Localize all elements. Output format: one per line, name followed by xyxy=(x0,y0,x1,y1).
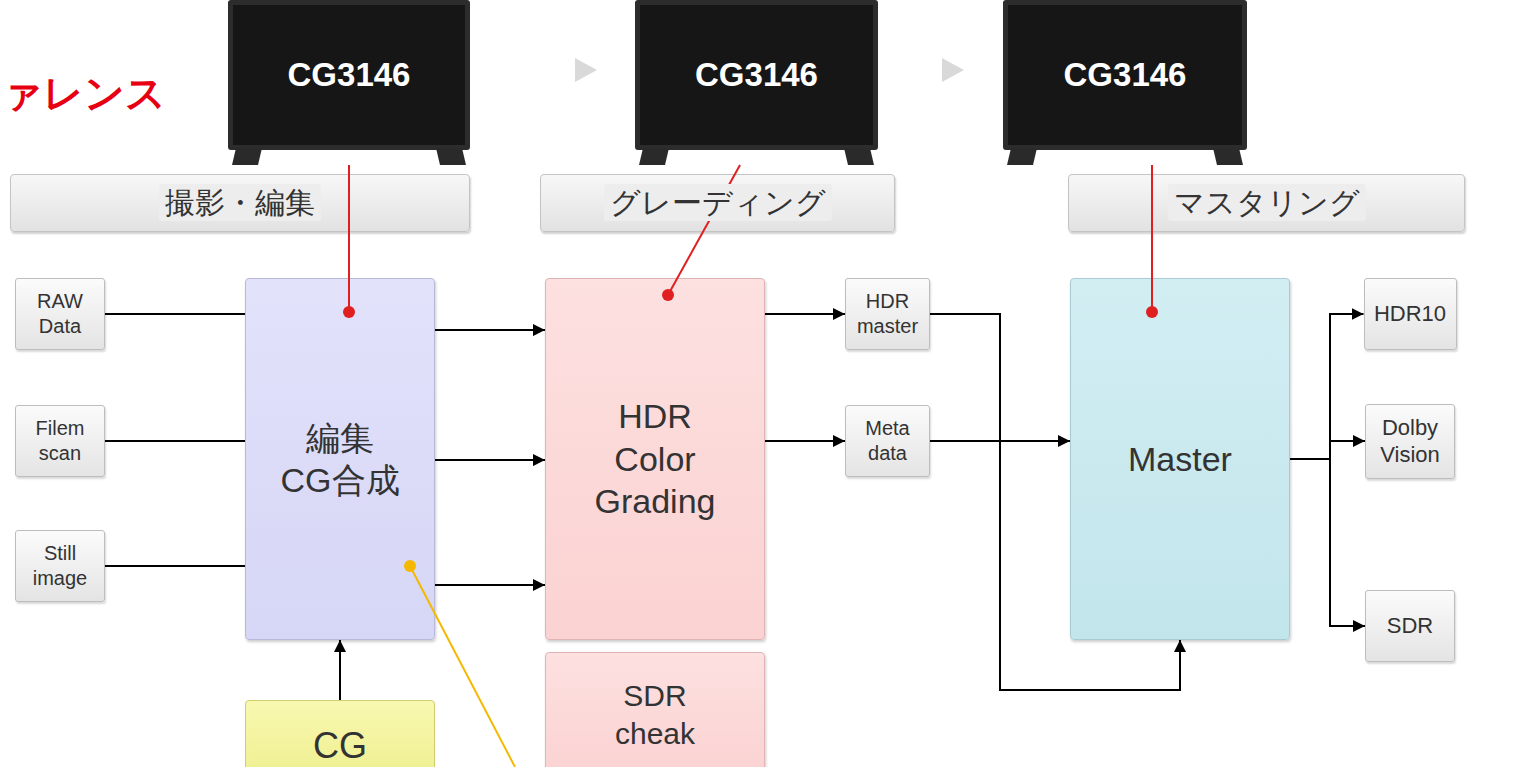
node-label: Master xyxy=(1128,438,1232,481)
node-label: HDR10 xyxy=(1374,300,1446,328)
monitor: CG3146 xyxy=(1003,0,1247,150)
stage-band: マスタリング xyxy=(1068,174,1465,232)
node-label: CG xyxy=(313,723,367,767)
flow-connector xyxy=(765,440,845,442)
input-box: Filem scan xyxy=(15,405,105,477)
node-label: マスタリング xyxy=(1168,184,1366,222)
source-box: CG xyxy=(245,700,435,767)
process-box: HDR Color Grading xyxy=(545,278,765,640)
output-box: Meta data xyxy=(845,405,930,477)
flow-connector xyxy=(105,440,245,442)
node-label: HDR Color Grading xyxy=(595,395,716,523)
input-box: Still image xyxy=(15,530,105,602)
flow-connector xyxy=(1290,441,1365,459)
node-label: SDR xyxy=(1387,612,1433,640)
node-label: HDR master xyxy=(857,289,918,339)
stage-band: グレーディング xyxy=(540,174,895,232)
node-label: CG3146 xyxy=(695,54,818,95)
node-label: Dolby Vision xyxy=(1380,414,1440,469)
stage-band: 撮影・編集 xyxy=(10,174,470,232)
format-box: Dolby Vision xyxy=(1365,404,1455,479)
node-label: 編集 CG合成 xyxy=(281,417,400,502)
flow-connector xyxy=(105,313,245,315)
check-box: SDR cheak xyxy=(545,652,765,767)
node-label: Still image xyxy=(33,541,87,591)
node-label: CG3146 xyxy=(1064,54,1187,95)
flow-connector xyxy=(105,565,245,567)
flow-connector xyxy=(435,584,545,586)
node-label: RAW Data xyxy=(37,289,83,339)
process-box: Master xyxy=(1070,278,1290,640)
node-label: 撮影・編集 xyxy=(159,184,321,222)
flow-connector xyxy=(339,640,341,700)
flow-connector xyxy=(765,313,845,315)
monitor: CG3146 xyxy=(635,0,878,150)
format-box: HDR10 xyxy=(1364,278,1457,350)
monitor: CG3146 xyxy=(228,0,470,150)
flow-connector xyxy=(435,459,545,461)
heading-fragment: ァレンス xyxy=(2,66,166,121)
output-box: HDR master xyxy=(845,278,930,350)
flow-connector xyxy=(1290,459,1365,626)
node-label: Meta data xyxy=(865,416,909,466)
flow-connector xyxy=(435,329,545,331)
node-label: グレーディング xyxy=(604,184,832,222)
format-box: SDR xyxy=(1365,590,1455,662)
node-label: SDR cheak xyxy=(615,677,695,752)
input-box: RAW Data xyxy=(15,278,105,350)
process-box: 編集 CG合成 xyxy=(245,278,435,640)
node-label: Filem scan xyxy=(36,416,85,466)
monitor-stand xyxy=(232,148,1243,165)
flow-connector xyxy=(930,440,1070,442)
node-label: CG3146 xyxy=(288,54,411,95)
flow-connector xyxy=(1290,314,1364,459)
